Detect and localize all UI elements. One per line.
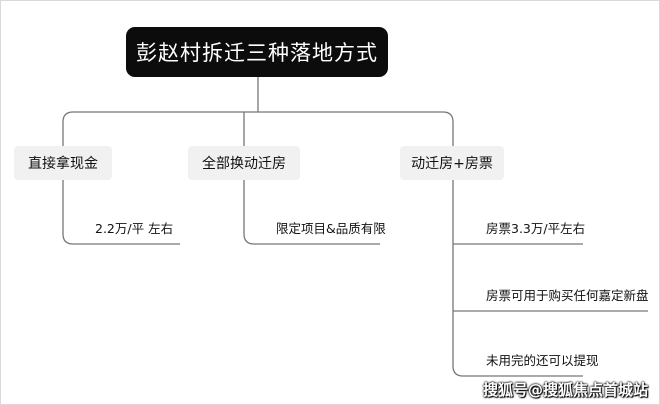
- branch-label: 直接拿现金: [28, 156, 98, 172]
- leaf-limited-projects: 限定项目&品质有限: [276, 221, 386, 236]
- connector-branch-3-spine: [452, 180, 583, 377]
- leaf-voucher-price: 房票3.3万/平左右: [486, 221, 586, 236]
- root-label: 彭赵村拆迁三种落地方式: [136, 41, 378, 65]
- leaf-voucher-usage: 房票可用于购买任何嘉定新盘: [486, 288, 649, 303]
- connector-branch-1-leaf: [62, 180, 180, 245]
- leaf-cash-price: 2.2万/平 左右: [95, 221, 174, 236]
- branch-label: 全部换动迁房: [202, 156, 286, 172]
- root-node: 彭赵村拆迁三种落地方式: [126, 27, 388, 77]
- connector-branch-bus: [62, 111, 454, 146]
- connector-branch-2-leaf: [243, 180, 380, 245]
- branch-node-relocation-housing: 全部换动迁房: [188, 146, 300, 180]
- branch-node-housing-plus-voucher: 动迁房+房票: [400, 146, 504, 180]
- branch-node-cash: 直接拿现金: [14, 146, 112, 180]
- leaf-voucher-cashout: 未用完的还可以提现: [486, 353, 599, 368]
- branch-label: 动迁房+房票: [411, 156, 493, 172]
- watermark: 搜狐号@搜狐焦点首城站: [482, 381, 648, 399]
